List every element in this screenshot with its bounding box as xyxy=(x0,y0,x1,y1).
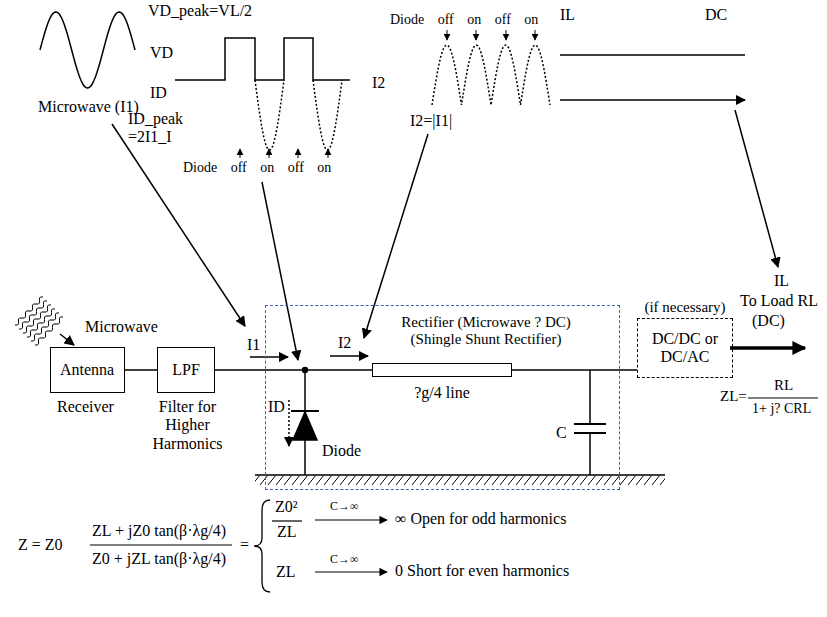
diode-current-wave xyxy=(255,80,284,150)
capacitor-plate xyxy=(574,423,606,425)
tick-arrow xyxy=(506,30,507,40)
load-label: To Load RL xyxy=(740,292,818,310)
equation-label: Z0 + jZL tan(β·λg/4) xyxy=(92,550,226,568)
limit-label: C→∞ xyxy=(330,553,359,567)
leader-arrow xyxy=(262,182,298,360)
current-label: ID xyxy=(268,398,285,416)
wave-label: Microwave xyxy=(85,318,158,336)
signal-label: Microwave (I1) xyxy=(38,98,139,116)
box-text: Antenna xyxy=(54,361,120,379)
current-label: IL xyxy=(774,272,789,290)
diode-current-arrow xyxy=(288,400,290,446)
equation-label: = xyxy=(240,536,249,554)
fraction-bar xyxy=(90,544,232,545)
current-label: I1 xyxy=(247,336,260,354)
box-heading: (if necessary) xyxy=(644,299,725,316)
wire-connector xyxy=(125,369,158,371)
leader-arrow xyxy=(112,124,245,326)
microwave-sine xyxy=(40,12,135,88)
dc-output-arrow xyxy=(730,346,805,350)
dc-current-arrow xyxy=(560,99,745,101)
fraction-bar xyxy=(272,520,302,521)
equation-label: 0 Short for even harmonics xyxy=(395,562,569,580)
diode-current-wave xyxy=(313,80,342,150)
diode-voltage-wave xyxy=(175,38,350,80)
leader-arrow xyxy=(364,134,428,338)
signal-label: ID xyxy=(150,84,167,102)
state-label: Diode off on off on xyxy=(390,12,538,28)
antenna-box: Antenna xyxy=(50,347,125,393)
microwave-beam xyxy=(35,317,63,345)
load-label: (DC) xyxy=(752,312,785,330)
peak-label: ID_peak =2I1_I xyxy=(128,110,190,147)
equation-label: Z = Z0 xyxy=(18,536,63,554)
curly-brace xyxy=(254,500,270,592)
tick-arrow xyxy=(240,149,241,158)
part-label: Diode xyxy=(322,442,361,460)
part-label: C xyxy=(556,424,567,442)
equation-label: ZL xyxy=(277,523,297,541)
tick-arrow xyxy=(298,149,299,158)
box-text: LPF xyxy=(166,361,206,379)
signal-label: I2 xyxy=(372,74,385,92)
tick-arrow xyxy=(476,30,477,40)
dc-level-line xyxy=(560,54,745,56)
tick-arrow xyxy=(447,30,448,40)
rectified-current-wave xyxy=(432,45,550,105)
wire xyxy=(512,369,620,371)
box-text: DC/DC or DC/AC xyxy=(638,330,732,367)
state-label: Diode off on off on xyxy=(183,160,331,176)
waveforms xyxy=(15,12,550,345)
tick-arrow xyxy=(535,30,536,40)
equation-label: ZL xyxy=(276,563,296,581)
wire xyxy=(265,369,372,371)
signal-label: VD xyxy=(150,44,173,62)
line-label: ?g/4 line xyxy=(414,384,470,402)
limit-arrow xyxy=(315,571,387,572)
signal-label: IL xyxy=(560,6,575,24)
equation-label: I2=|I1| xyxy=(410,112,452,130)
converter-box: (if necessary)DC/DC or DC/AC xyxy=(637,318,733,378)
wire-connector xyxy=(215,369,265,371)
wire xyxy=(589,433,591,475)
microwave-arrow xyxy=(60,334,74,345)
current-arrow xyxy=(330,355,368,357)
limit-label: C→∞ xyxy=(330,500,359,514)
equation-label: ZL= xyxy=(720,388,747,405)
wire xyxy=(589,370,591,424)
wire xyxy=(304,440,306,475)
quarter-wave-line: ?g/4 line xyxy=(372,363,512,377)
filter-box: LPF xyxy=(157,347,215,393)
ground-hatch xyxy=(255,476,665,485)
diode-symbol xyxy=(293,412,317,440)
limit-arrow xyxy=(315,519,387,520)
part-label: Receiver xyxy=(57,398,114,416)
equation-label: RL xyxy=(774,377,793,394)
region-heading: Rectifier (Microwave ? DC) (Shingle Shun… xyxy=(391,314,581,349)
equation-label: Z0² xyxy=(275,498,298,516)
part-label: Filter for Higher Harmonics xyxy=(135,398,240,453)
ground-line xyxy=(255,474,665,476)
signal-label: DC xyxy=(705,6,727,24)
leader-arrow xyxy=(735,110,778,267)
wire xyxy=(304,370,306,411)
current-label: I2 xyxy=(338,334,351,352)
equation-label: ZL + jZ0 tan(β·λg/4) xyxy=(92,522,226,540)
fraction-bar xyxy=(748,397,818,398)
tick-arrow xyxy=(269,149,270,158)
current-arrow xyxy=(250,356,288,358)
equation-label: ∞ Open for odd harmonics xyxy=(395,510,566,528)
peak-label: VD_peak=VL/2 xyxy=(148,2,252,20)
equation-label: 1+ j? CRL xyxy=(752,401,811,417)
tick-arrow xyxy=(328,149,329,158)
rectifier-region: Rectifier (Microwave ? DC) (Shingle Shun… xyxy=(265,305,620,490)
wire-connector xyxy=(620,369,637,371)
diode-cathode-bar xyxy=(291,410,319,412)
svg-part xyxy=(60,30,818,592)
